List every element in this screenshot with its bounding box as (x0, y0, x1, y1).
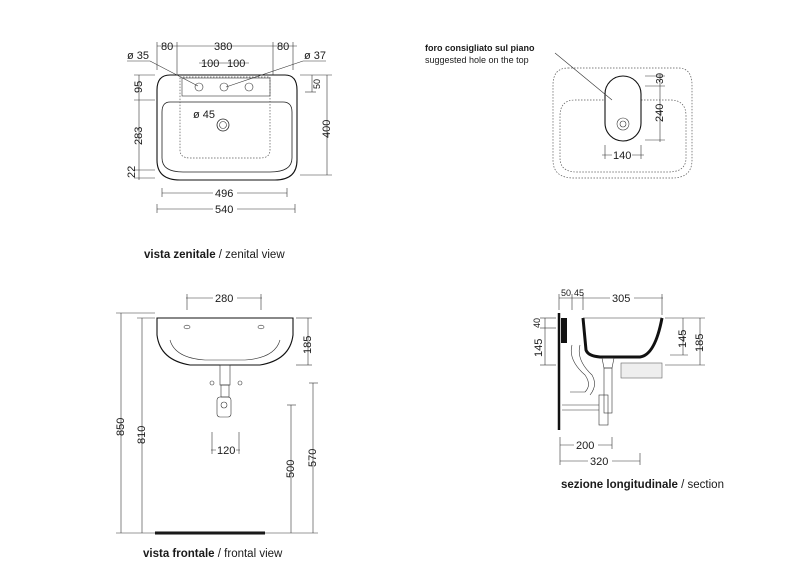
dim-bottom-depth: 22 (126, 166, 138, 178)
dim-top-depth: 95 (133, 81, 145, 93)
dim-right-total: 185 (694, 334, 706, 352)
dim-mid-depth: 283 (133, 127, 145, 145)
dim-right-top: 50 (312, 79, 322, 89)
dim-b: 45 (574, 288, 584, 298)
section-view-caption: sezione longitudinale / section (561, 479, 724, 491)
dim-side-left: 80 (161, 41, 173, 53)
caption-rest: / section (678, 479, 724, 491)
dim-rim: 810 (136, 426, 148, 444)
dim-hole-height: 240 (654, 104, 666, 122)
dim-center-width: 380 (214, 41, 232, 53)
dim-hole-width: 140 (613, 150, 631, 162)
dim-spacing-2: 100 (227, 58, 245, 70)
dim-total-dist: 320 (590, 456, 608, 468)
caption-rest: / frontal view (215, 548, 283, 560)
dim-hole-left: ø 35 (127, 50, 149, 62)
dim-total: 850 (115, 418, 127, 436)
dim-trap-dist: 200 (576, 440, 594, 452)
dim-left-height: 145 (533, 339, 545, 357)
top-hole-view: foro consigliato sul piano suggested hol… (425, 43, 693, 179)
dim-height: 185 (302, 336, 314, 354)
caption-rest: / zenital view (216, 249, 286, 261)
dim-inner-width: 496 (215, 188, 233, 200)
note-italian: foro consigliato sul piano (425, 43, 535, 53)
dim-drain: ø 45 (193, 109, 215, 121)
dim-holes: 280 (215, 293, 233, 305)
dim-depth: 305 (612, 293, 630, 305)
section-view: 50 45 305 40 145 145 185 200 320 sezione… (532, 288, 724, 491)
dim-hole-right: ø 37 (304, 50, 326, 62)
dim-top: 40 (532, 318, 542, 328)
zenital-view-caption: vista zenitale / zenital view (144, 249, 285, 261)
caption-bold: vista frontale (143, 548, 215, 560)
dim-floor-trap: 500 (285, 460, 297, 478)
dim-hole-top: 30 (655, 72, 666, 84)
dim-right-inner: 145 (677, 330, 689, 348)
note-english: suggested hole on the top (425, 55, 529, 65)
dim-side-right: 80 (277, 41, 289, 53)
zenital-view: 80 380 80 100 100 ø 35 ø 37 ø 45 95 283 … (126, 41, 333, 261)
dim-trap: 120 (217, 445, 235, 457)
dim-a: 50 (561, 288, 571, 298)
caption-bold: vista zenitale (144, 249, 216, 261)
dim-spacing-1: 100 (201, 58, 219, 70)
frontal-view: 280 185 120 850 810 500 570 vista fronta… (115, 292, 319, 560)
frontal-view-caption: vista frontale / frontal view (143, 548, 283, 560)
dim-outer-width: 540 (215, 204, 233, 216)
caption-bold: sezione longitudinale (561, 479, 678, 491)
dim-floor-drain: 570 (307, 449, 319, 467)
dim-total-depth: 400 (321, 120, 333, 138)
